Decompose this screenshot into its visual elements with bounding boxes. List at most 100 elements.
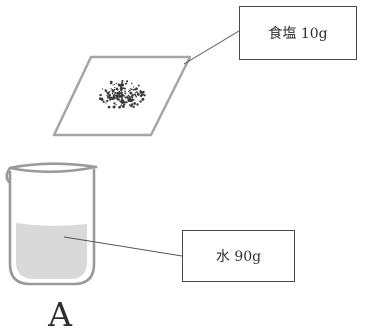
salt-grain xyxy=(113,83,116,86)
salt-grain xyxy=(115,82,117,84)
salt-grain xyxy=(107,105,111,109)
salt-grain xyxy=(118,83,121,87)
salt-grain xyxy=(118,90,121,93)
salt-grain xyxy=(113,88,116,91)
salt-grain xyxy=(128,90,130,93)
salt-grain xyxy=(140,100,142,103)
salt-grain xyxy=(129,88,131,90)
salt-grain xyxy=(107,95,110,99)
salt-grain xyxy=(116,92,119,95)
salt-grain xyxy=(106,91,110,95)
salt-grain xyxy=(129,89,131,92)
salt-grain xyxy=(101,97,103,100)
salt-grain xyxy=(108,98,112,101)
salt-grain xyxy=(120,104,123,107)
salt-grain xyxy=(121,105,125,108)
salt-grain xyxy=(115,104,117,106)
salt-grain xyxy=(130,98,132,100)
salt-grain xyxy=(132,86,135,88)
salt-grain xyxy=(125,82,128,85)
salt-grain xyxy=(111,97,114,101)
salt-grain xyxy=(129,91,133,95)
salt-grain xyxy=(112,84,114,86)
salt-grain xyxy=(137,94,139,96)
salt-grain xyxy=(112,105,116,109)
salt-grain xyxy=(118,92,121,95)
salt-grain xyxy=(102,100,105,104)
salt-grain xyxy=(137,84,140,87)
salt-grain xyxy=(123,101,125,103)
salt-grain xyxy=(135,87,138,91)
salt-grain xyxy=(115,87,119,91)
salt-grain xyxy=(122,87,125,90)
salt-grain xyxy=(112,94,116,98)
salt-grain xyxy=(118,105,121,109)
salt-grain xyxy=(128,104,131,106)
salt-grain xyxy=(124,83,127,85)
salt-grain xyxy=(134,92,137,94)
salt-grain xyxy=(110,88,112,90)
salt-grain xyxy=(101,88,104,90)
salt-grain xyxy=(124,92,127,95)
salt-grain xyxy=(141,93,144,96)
salt-grain xyxy=(104,89,107,92)
salt-grain xyxy=(112,90,115,93)
salt-grain xyxy=(117,94,121,98)
salt-grain xyxy=(108,94,111,97)
salt-grain xyxy=(124,96,127,99)
salt-grain xyxy=(114,86,116,89)
salt-grain xyxy=(118,98,121,101)
salt-grain xyxy=(125,80,129,83)
salt-grain xyxy=(106,99,109,103)
salt-label: 食塩 10g xyxy=(268,26,328,42)
salt-grain xyxy=(113,102,116,105)
salt-grain xyxy=(124,90,126,93)
salt-grain xyxy=(119,88,122,90)
water-label: 水 90g xyxy=(215,249,262,265)
salt-grain xyxy=(123,103,126,106)
salt-grain xyxy=(139,90,143,94)
salt-grain xyxy=(135,95,138,98)
salt-grain xyxy=(143,94,146,97)
salt-grain xyxy=(121,97,123,99)
water-leader-line xyxy=(63,236,183,257)
salt-grain xyxy=(121,92,124,94)
salt-grain xyxy=(121,83,125,87)
salt-grain xyxy=(132,99,134,101)
salt-grain xyxy=(121,94,124,96)
salt-grain xyxy=(121,79,124,82)
salt-grain xyxy=(111,93,114,95)
salt-grain xyxy=(98,97,102,101)
salt-grain xyxy=(105,102,107,104)
salt-grain xyxy=(127,98,130,101)
salt-grain xyxy=(101,98,104,101)
salt-grain xyxy=(136,91,138,93)
salt-grain xyxy=(127,94,130,97)
salt-grain xyxy=(134,93,137,97)
salt-grain xyxy=(140,95,143,98)
salt-pile xyxy=(98,79,146,109)
salt-grain xyxy=(114,91,117,95)
beaker-label: A xyxy=(48,295,72,334)
salt-grain xyxy=(121,81,124,84)
salt-grain xyxy=(128,95,131,98)
salt-grain xyxy=(136,103,139,106)
salt-grain xyxy=(99,93,102,97)
salt-grain xyxy=(141,91,144,94)
beaker xyxy=(5,162,98,286)
water-liquid xyxy=(16,223,87,279)
salt-grain xyxy=(120,99,124,103)
water-label-box: 水 90g xyxy=(182,230,295,282)
salt-grain xyxy=(132,105,135,109)
salt-label-box: 食塩 10g xyxy=(239,6,357,60)
salt-grain xyxy=(131,82,133,85)
salt-grain xyxy=(131,96,134,99)
salt-grain xyxy=(123,95,126,97)
salt-leader-line xyxy=(183,30,240,65)
salt-grain xyxy=(115,94,118,97)
salt-grain xyxy=(130,104,133,108)
salt-grain xyxy=(125,101,128,104)
salt-grain xyxy=(109,80,113,84)
salt-grain xyxy=(133,102,136,105)
